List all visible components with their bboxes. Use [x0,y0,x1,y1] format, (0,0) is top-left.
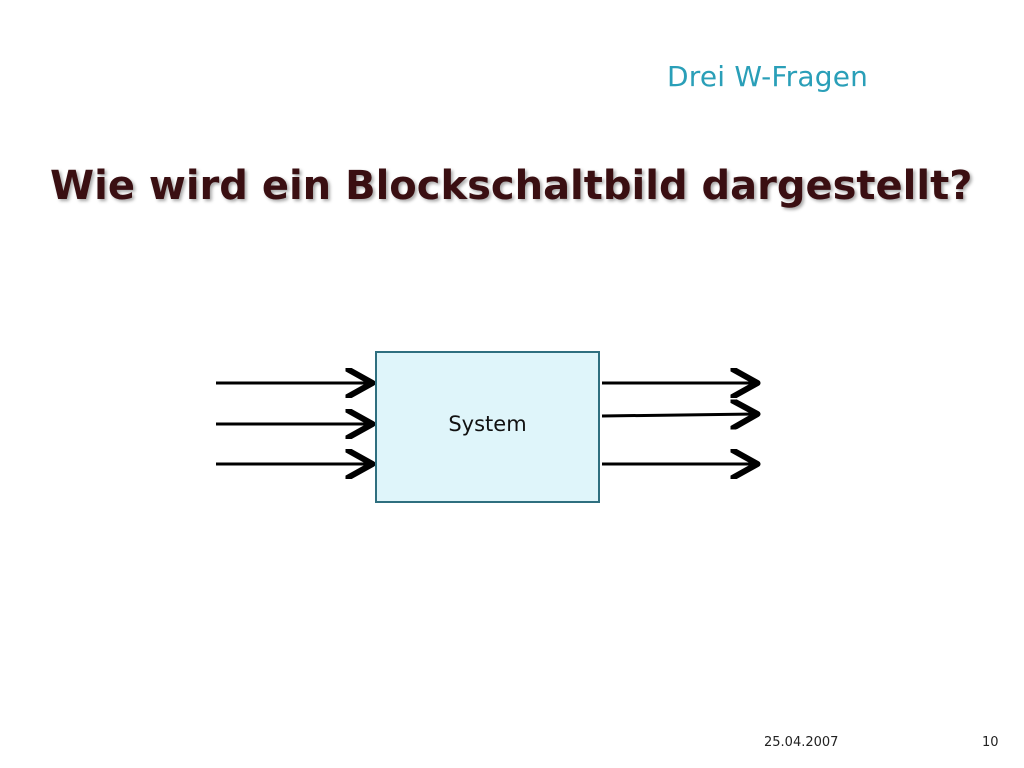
system-block-label: System [448,412,527,436]
system-block: System [375,351,600,503]
footer-date: 25.04.2007 [764,735,839,750]
footer-page-number: 10 [982,735,999,750]
output-arrow-2 [601,414,756,416]
main-title: Wie wird ein Blockschaltbild dargestellt… [50,163,973,209]
section-title: Drei W-Fragen [667,60,869,93]
